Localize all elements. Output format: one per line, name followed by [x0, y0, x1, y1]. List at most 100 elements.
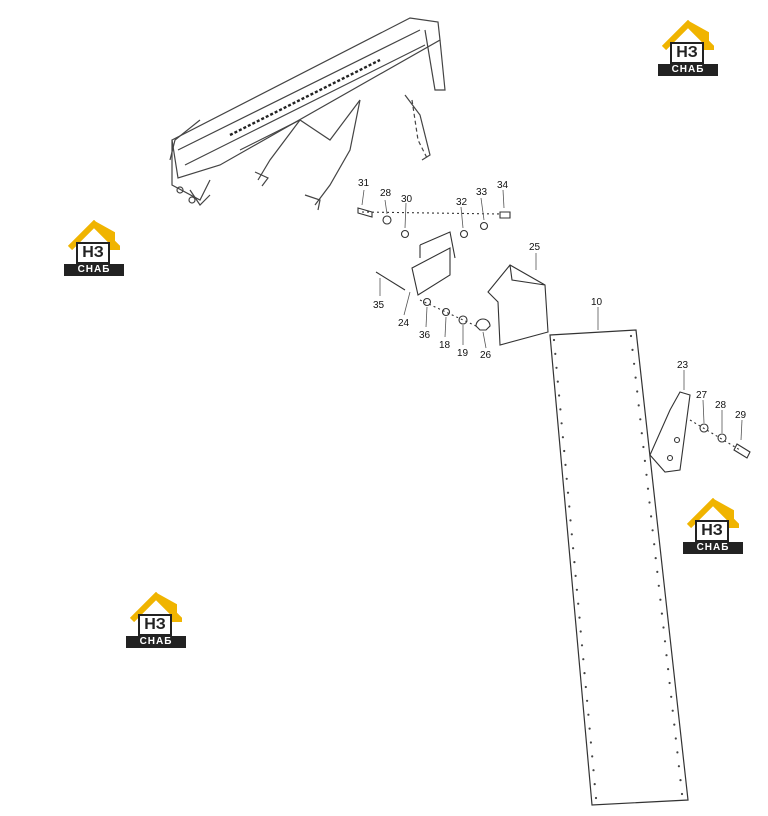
mounting-hole: [589, 741, 593, 744]
mounting-hole: [676, 751, 679, 754]
bracket-24: [411, 231, 456, 296]
watermark-logo: НЗ СНАБ: [62, 220, 126, 280]
mounting-hole: [575, 588, 579, 591]
cover-25: [487, 264, 549, 346]
mounting-hole: [564, 463, 567, 466]
mounting-hole: [680, 792, 684, 796]
watermark-logo: НЗ СНАБ: [656, 20, 720, 80]
house-roof-icon: [130, 592, 182, 622]
callout-27: 27: [696, 390, 708, 401]
mounting-hole: [556, 380, 559, 383]
logo-caption: СНАБ: [683, 542, 743, 554]
mounting-hole: [555, 366, 558, 369]
mounting-hole: [594, 796, 598, 800]
mounting-hole: [653, 543, 656, 546]
mounting-hole: [565, 477, 568, 480]
mounting-hole: [651, 529, 654, 532]
mounting-hole: [587, 713, 590, 716]
callout-labels: 31 28 30 32 33 34 25 35 24 36 18 19 26 1…: [358, 178, 747, 421]
mounting-hole: [645, 473, 648, 476]
callout-28b: 28: [715, 400, 727, 411]
mounting-hole: [569, 519, 572, 522]
mounting-hole: [643, 459, 647, 462]
house-roof-icon: [687, 498, 739, 528]
logo-mark: НЗ: [695, 520, 729, 542]
watermark-logo: НЗ СНАБ: [681, 498, 745, 558]
mounting-hole: [671, 709, 674, 712]
callout-29: 29: [735, 410, 747, 421]
mounting-hole: [572, 547, 575, 550]
callout-35: 35: [373, 300, 385, 311]
logo-mark: НЗ: [138, 614, 172, 636]
logo-caption: СНАБ: [64, 264, 124, 276]
mounting-hole: [582, 658, 585, 661]
mounting-hole: [670, 695, 673, 698]
mounting-hole: [631, 348, 634, 351]
leader-lines: [361, 189, 743, 441]
callout-19: 19: [457, 348, 469, 359]
mounting-hole: [561, 436, 565, 439]
mounting-hole: [679, 779, 682, 782]
mounting-hole: [588, 727, 591, 730]
mounting-hole: [633, 362, 636, 365]
mounting-hole: [657, 584, 660, 587]
crane-boom-drawing: [169, 17, 446, 211]
bracket-assembly: [357, 207, 549, 346]
mounting-hole: [577, 602, 580, 605]
callout-26: 26: [480, 350, 492, 361]
logo-caption: СНАБ: [658, 64, 718, 76]
mounting-hole: [654, 557, 657, 560]
callout-34: 34: [497, 180, 509, 191]
mounting-hole: [591, 755, 594, 758]
nut-28b: [717, 433, 727, 443]
bracket-23: [649, 391, 751, 473]
bolt-31: [357, 207, 373, 218]
mounting-hole: [640, 432, 643, 435]
clamp-26: [475, 318, 491, 331]
mounting-hole: [662, 626, 665, 629]
callout-33: 33: [476, 187, 488, 198]
mounting-hole: [629, 334, 633, 338]
mounting-hole: [592, 769, 595, 772]
mounting-hole: [574, 574, 577, 578]
cap-19: [458, 315, 468, 325]
mounting-hole: [636, 390, 639, 393]
mounting-hole: [573, 561, 576, 564]
washer-30: [400, 229, 410, 239]
washer-27: [699, 423, 709, 433]
callout-28: 28: [380, 188, 392, 199]
bolt-34: [499, 211, 511, 219]
house-roof-icon: [68, 220, 120, 250]
mounting-hole: [646, 487, 650, 490]
mounting-hole: [659, 598, 662, 601]
watermark-logo: НЗ СНАБ: [124, 592, 188, 652]
logo-caption: СНАБ: [126, 636, 186, 648]
nut-33: [479, 221, 489, 231]
mounting-hole: [660, 612, 664, 615]
mounting-hole: [584, 685, 587, 689]
mounting-hole: [566, 491, 570, 494]
mounting-hole: [559, 408, 562, 411]
bolt-35: [375, 271, 406, 291]
nut-18: [441, 307, 451, 317]
mounting-hole: [568, 505, 571, 508]
callout-36: 36: [419, 330, 431, 341]
callout-10: 10: [591, 297, 603, 308]
mounting-hole: [634, 376, 637, 379]
mounting-hole: [650, 515, 653, 518]
callout-18: 18: [439, 340, 451, 351]
logo-mark: НЗ: [76, 242, 110, 264]
mounting-hole: [583, 672, 586, 675]
washer-36: [422, 297, 432, 307]
mounting-hole: [648, 501, 651, 504]
mounting-hole: [578, 616, 581, 619]
callout-32: 32: [456, 197, 468, 208]
mounting-hole: [586, 699, 589, 702]
mounting-hole: [570, 533, 573, 536]
mounting-hole: [552, 338, 556, 342]
nut-28: [382, 215, 392, 225]
logo-mark: НЗ: [670, 42, 704, 64]
mounting-hole: [674, 737, 677, 740]
bolt-29: [733, 443, 751, 459]
